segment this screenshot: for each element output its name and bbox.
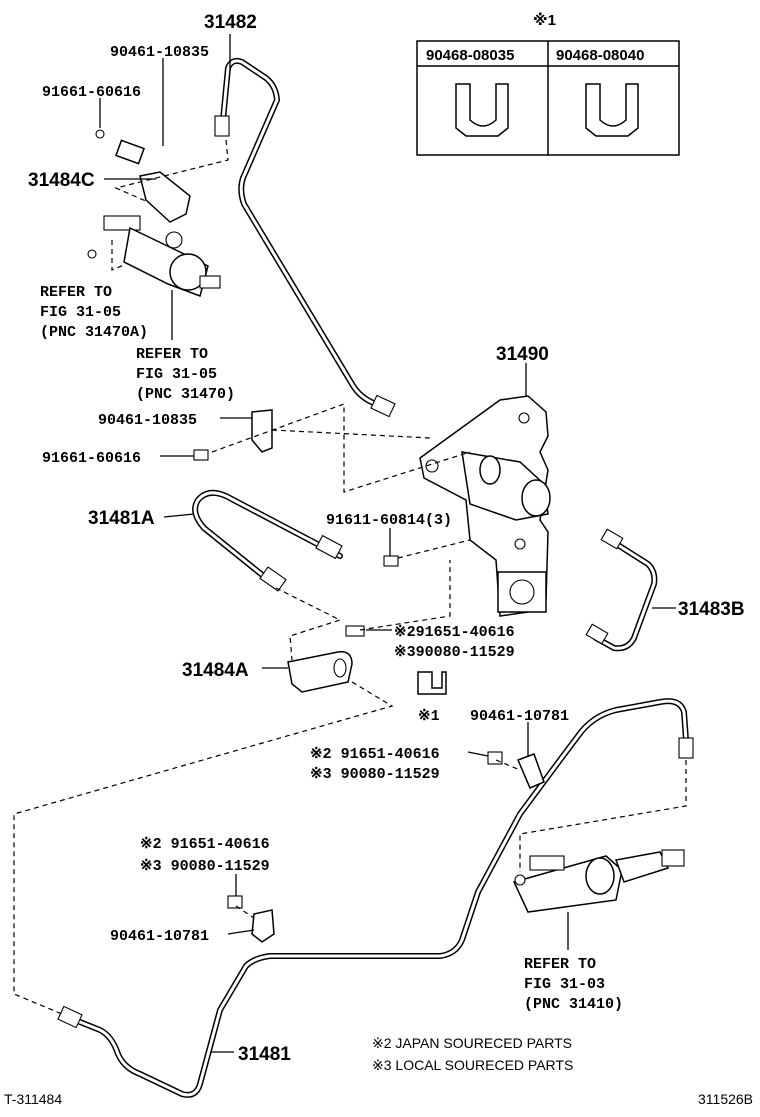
- table-col2-header: 90468-08040: [556, 47, 644, 64]
- bolt-icon: [227, 895, 243, 909]
- refer2-line2: FIG 31-05: [136, 366, 217, 383]
- figure-code: 311526B: [698, 1091, 753, 1107]
- pipe-nut-icon: [600, 528, 624, 550]
- cylinder-body-icon: [169, 253, 207, 291]
- fitting-icon: [479, 455, 501, 485]
- dashed-lines: [13, 139, 687, 1015]
- pipe-nut-icon: [585, 623, 609, 645]
- label-91661-60616-top: 91661-60616: [42, 84, 141, 101]
- label-31490: 31490: [496, 344, 549, 365]
- note-local: ※3 LOCAL SOUREСED PARTS: [372, 1057, 573, 1073]
- table-col1-header: 90468-08035: [426, 47, 514, 64]
- mount-hole-icon: [514, 538, 526, 550]
- clip-90461-10781-r: [517, 753, 545, 789]
- fitting-icon: [521, 479, 551, 517]
- label-31481A: 31481A: [88, 508, 155, 529]
- label-note2-a: ※291651-40616: [394, 624, 515, 641]
- label-90461-10835-top: 90461-10835: [110, 44, 209, 61]
- pipe-nut-icon: [678, 737, 694, 759]
- pipe-nut-icon: [315, 534, 343, 560]
- refer2-line1: REFER TO: [136, 346, 208, 363]
- pipe-nut-icon: [214, 115, 230, 137]
- refer3-line2: FIG 31-03: [524, 976, 605, 993]
- clevis-icon: [661, 849, 685, 867]
- push-rod-icon: [614, 851, 670, 883]
- pipe-nut-icon: [370, 394, 396, 418]
- clip-08040-icon: [585, 83, 639, 137]
- refer3-line1: REFER TO: [524, 956, 596, 973]
- bracket-31484C: [139, 171, 191, 223]
- clip-90461-10781-l: [251, 909, 275, 943]
- leader-lines: [99, 34, 676, 1053]
- table-title: ※1: [533, 11, 556, 29]
- refer2-line3: (PNC 31470): [136, 386, 235, 403]
- bolt-icon: [345, 625, 365, 637]
- pipe-nut-icon: [259, 566, 287, 592]
- refer1-line3: (PNC 31470A): [40, 324, 148, 341]
- mount-hole-icon: [425, 459, 439, 473]
- refer1-line2: FIG 31-05: [40, 304, 121, 321]
- label-note3-b: ※3 90080-11529: [310, 766, 440, 783]
- clip-08035-icon: [455, 83, 509, 137]
- label-91661-60616-mid: 91661-60616: [42, 450, 141, 467]
- bolt-icon: [95, 129, 105, 139]
- pipe-31481A: [192, 489, 343, 592]
- label-31482: 31482: [204, 12, 257, 33]
- refer3-line3: (PNC 31410): [524, 996, 623, 1013]
- bleeder-icon: [103, 215, 141, 231]
- label-31483B: 31483B: [678, 599, 745, 620]
- mount-hole-icon: [518, 412, 530, 424]
- label-note2-b: ※2 91651-40616: [310, 746, 440, 763]
- master-cylinder: [512, 849, 685, 913]
- label-31484A: 31484A: [182, 660, 249, 681]
- port-icon: [514, 874, 526, 886]
- label-note3-a: ※390080-11529: [394, 644, 515, 661]
- small-parts: [193, 409, 545, 943]
- labels: 31482 90461-10835 91661-60616 31484C REF…: [4, 12, 753, 1107]
- label-31484C: 31484C: [28, 170, 95, 191]
- bolt-icon: [193, 449, 209, 461]
- label-90461-10781-l: 90461-10781: [110, 928, 209, 945]
- label-90461-10781-r: 90461-10781: [470, 708, 569, 725]
- release-cylinder: [87, 129, 221, 297]
- clip-90461-icon: [115, 139, 145, 165]
- label-90461-10835-mid: 90461-10835: [98, 412, 197, 429]
- mount-hole-icon: [333, 658, 347, 678]
- pipe-31481: [57, 698, 694, 1098]
- bracket-31490: [419, 395, 551, 617]
- clip-mark1-icon: [417, 671, 447, 695]
- pipe-31483B: [585, 528, 658, 652]
- label-mark1: ※1: [418, 708, 440, 725]
- clip-90461-10835-mid: [251, 409, 273, 453]
- pipe-31482: [214, 57, 396, 418]
- figure-id: T-311484: [4, 1091, 62, 1107]
- bolt-icon: [87, 249, 97, 259]
- boot-icon: [165, 231, 183, 249]
- note-japan: ※2 JAPAN SOUREСED PARTS: [372, 1035, 572, 1051]
- clip-table: ※1 90468-08035 90468-08040: [416, 11, 680, 156]
- label-note2-c: ※2 91651-40616: [140, 836, 270, 853]
- push-rod-icon: [199, 275, 221, 289]
- inlet-icon: [529, 855, 565, 871]
- bolt-icon: [383, 555, 399, 567]
- damper-port-icon: [509, 579, 535, 605]
- label-note3-c: ※3 90080-11529: [140, 858, 270, 875]
- reservoir-port-icon: [585, 857, 615, 895]
- refer1-line1: REFER TO: [40, 284, 112, 301]
- pipe-nut-icon: [57, 1005, 83, 1029]
- label-91611-60814: 91611-60814(3): [326, 512, 452, 529]
- label-31481: 31481: [238, 1044, 291, 1065]
